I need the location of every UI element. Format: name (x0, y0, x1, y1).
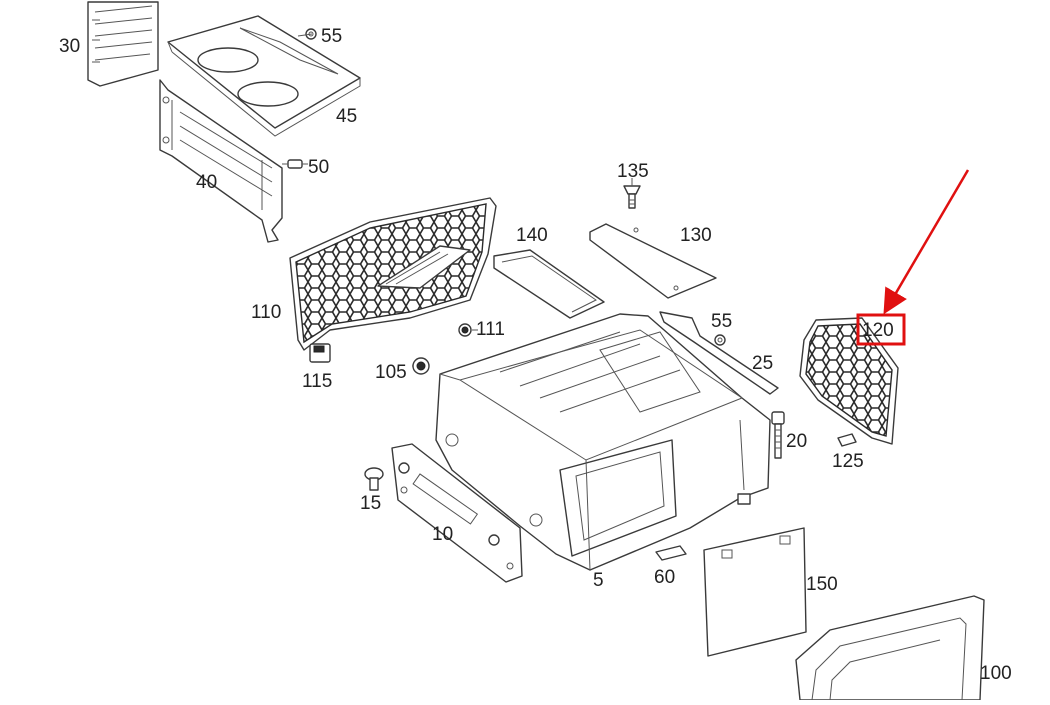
label-115: 115 (302, 371, 332, 392)
highlight-box-120 (856, 313, 906, 346)
part-45-cupholder-tray (167, 15, 361, 137)
label-40: 40 (196, 172, 217, 193)
part-50-screw (282, 159, 303, 169)
part-110-mesh-panel (289, 197, 497, 351)
label-120: 120 (862, 320, 894, 341)
part-40-bracket (159, 79, 283, 243)
label-15: 15 (360, 493, 381, 514)
part-100-trim-frame (795, 595, 985, 701)
part-120-mesh-panel (799, 317, 899, 445)
label-111: 111 (476, 319, 505, 340)
label-140: 140 (516, 225, 548, 246)
part-111-grommet (458, 323, 472, 337)
part-105-grommet (412, 357, 430, 375)
part-10-mounting-rail (391, 443, 523, 583)
part-130-cover-plate (589, 223, 717, 299)
part-20-bolt (771, 411, 785, 459)
part-150-floor-panel (703, 527, 807, 657)
label-135: 135 (617, 161, 649, 182)
label-150: 150 (806, 574, 838, 595)
label-105: 105 (375, 362, 407, 383)
label-25: 25 (752, 353, 773, 374)
label-5: 5 (593, 570, 604, 591)
label-60: 60 (654, 567, 675, 588)
part-55-nut-middle (714, 334, 726, 346)
part-5-console-housing (435, 313, 771, 571)
label-125: 125 (832, 451, 864, 472)
label-55-middle: 55 (711, 311, 732, 332)
part-25-strap (659, 311, 779, 395)
label-55-top: 55 (321, 26, 342, 47)
part-15-screw (364, 467, 384, 491)
label-130: 130 (680, 225, 712, 246)
label-100: 100 (980, 663, 1012, 684)
label-45: 45 (336, 106, 357, 127)
part-125-clip (837, 433, 857, 447)
label-10: 10 (432, 524, 453, 545)
part-30-vent-panel (87, 1, 159, 87)
label-110: 110 (251, 302, 281, 323)
part-140-gasket (493, 249, 605, 319)
label-30: 30 (59, 36, 80, 57)
part-115-clip (309, 343, 331, 363)
highlight-arrow (883, 169, 970, 315)
part-60-pad (655, 545, 687, 561)
label-50: 50 (308, 157, 329, 178)
leader-lines (297, 33, 633, 367)
part-135-pin (623, 185, 641, 209)
label-20: 20 (786, 431, 807, 452)
